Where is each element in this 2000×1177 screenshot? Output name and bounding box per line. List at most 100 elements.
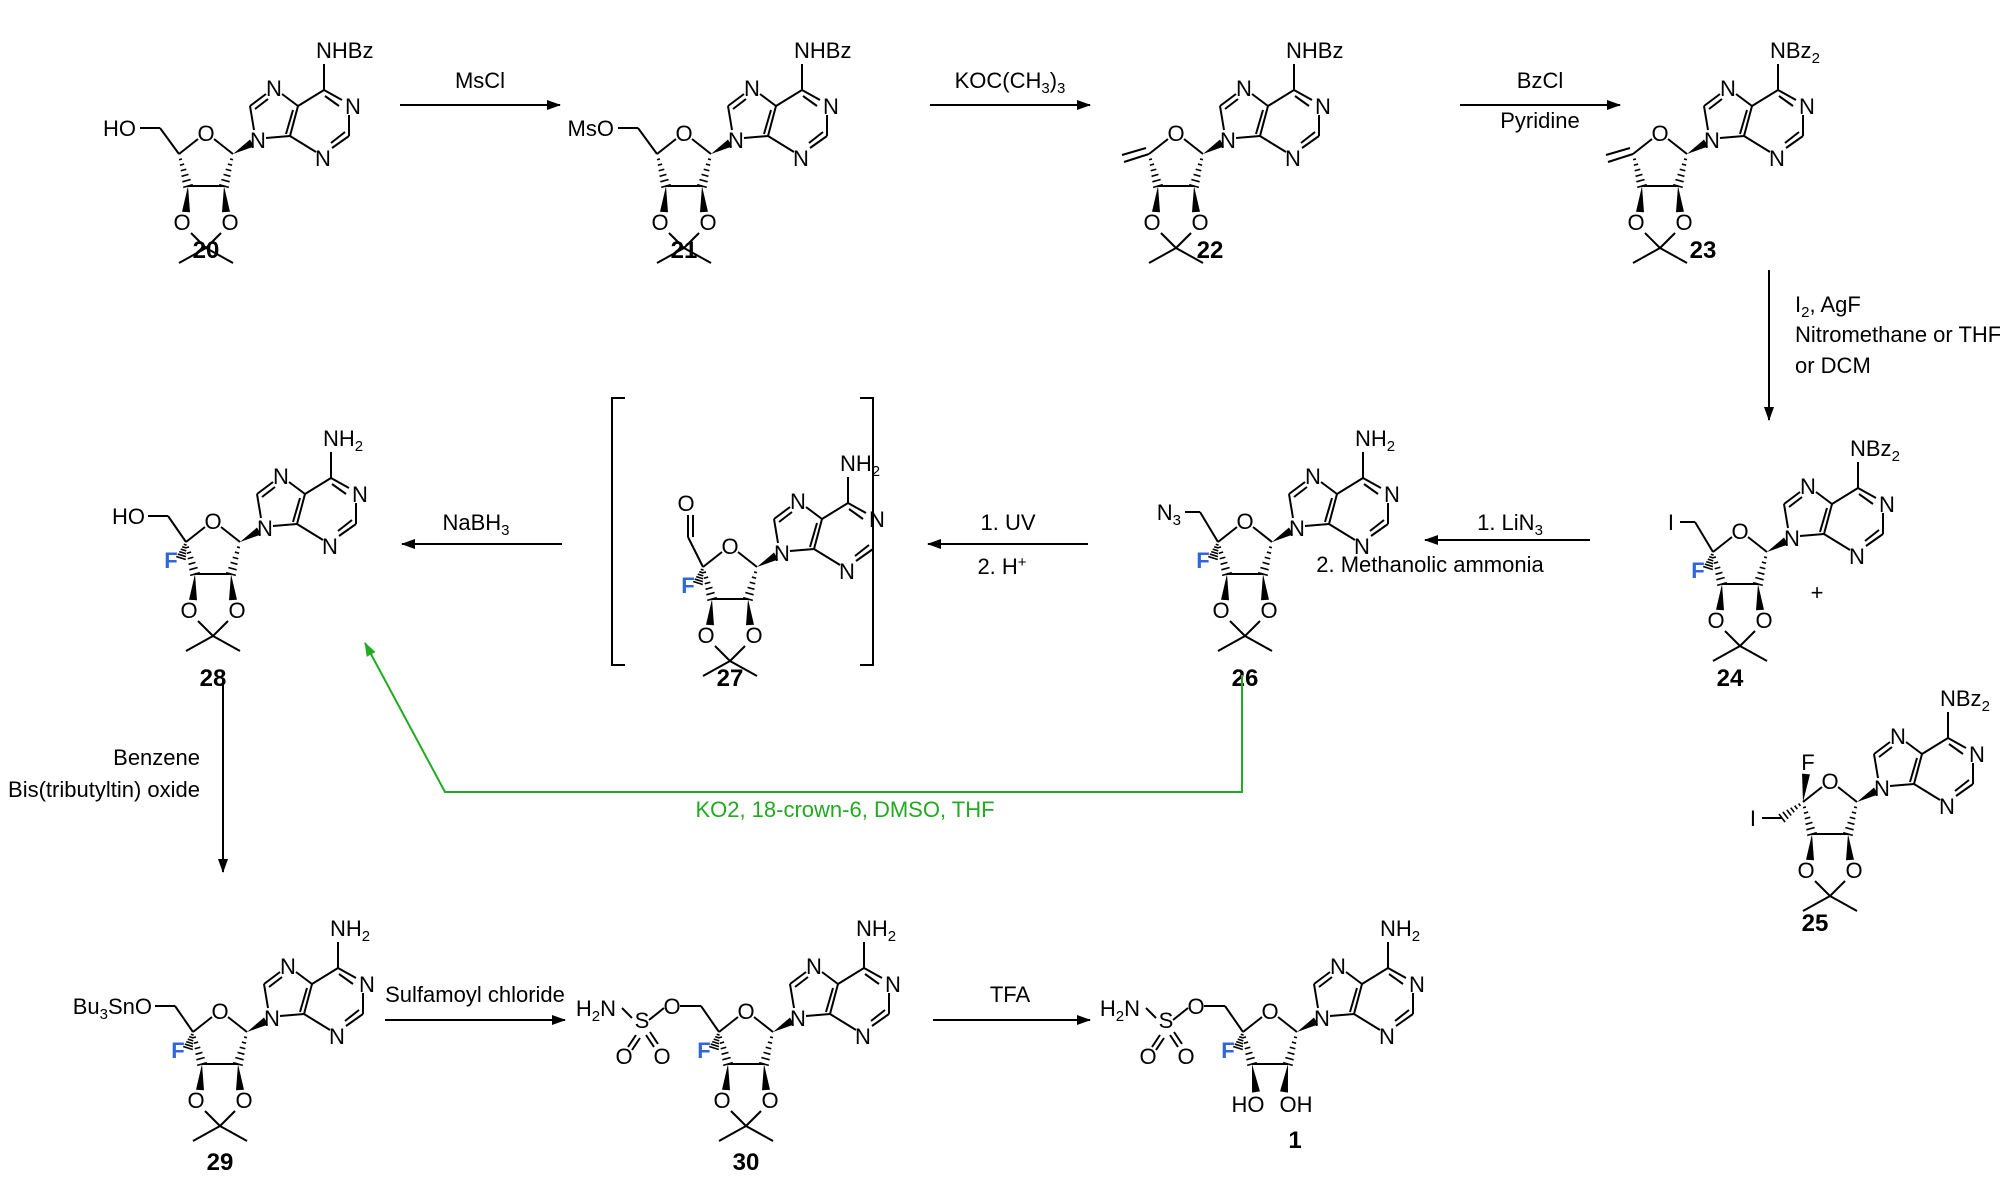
purine-n1: N [1384, 482, 1400, 507]
bond [174, 1005, 194, 1033]
bond [778, 511, 793, 523]
n6-dibenzoyl-part: NBz [1770, 38, 1812, 63]
hash-bond [1761, 561, 1767, 565]
reagent-iodine-agf-part: 2 [1801, 304, 1809, 321]
amine-label: H2N [1100, 996, 1140, 1025]
hash-bond [182, 178, 191, 183]
acetonide-oxygen: O [1797, 858, 1814, 883]
n6-amino: NH2 [856, 916, 896, 945]
bond [1802, 786, 1823, 803]
wedge-bond [1636, 186, 1644, 213]
bond [1632, 247, 1661, 264]
purine-n3: N [1379, 1024, 1395, 1049]
hydroxyl-label: HO [1232, 1092, 1265, 1117]
bond [1328, 523, 1356, 541]
n6-amino-part: 2 [888, 928, 896, 945]
amine-label-part: H [576, 996, 592, 1021]
acetonide-oxygen-part: O [173, 210, 190, 235]
reagent-solvent-dcm-part: or DCM [1795, 353, 1871, 378]
compound-number-29-part: 29 [207, 1149, 234, 1176]
hash-bond [1212, 548, 1219, 552]
bond [338, 973, 354, 985]
hash-bond [747, 586, 755, 591]
purine-n3-part: N [1354, 534, 1370, 559]
acetonide-oxygen: O [1191, 210, 1208, 235]
compound-number-22: 22 [1197, 237, 1224, 264]
bond [854, 544, 870, 557]
amine-label-part: N [1124, 996, 1140, 1021]
bond [645, 1034, 655, 1048]
reagent-sodium-borohydride-part: 3 [501, 522, 509, 539]
reagent-solvent-dcm: or DCM [1795, 353, 1871, 378]
bond [700, 1005, 720, 1033]
bond [1708, 98, 1723, 110]
hash-bond [196, 1056, 205, 1061]
bond [311, 967, 339, 985]
hash-bond [1152, 178, 1161, 183]
hash-bond [188, 1035, 194, 1039]
hash-bond [1675, 178, 1684, 183]
purine-n3-part: N [322, 534, 338, 559]
hash-bond [769, 1036, 774, 1039]
bond [1244, 635, 1273, 652]
reagent-lithium-azide-part: 3 [1535, 522, 1543, 539]
fluorine-label: F [1196, 548, 1209, 573]
hash-bond [1716, 576, 1725, 581]
purine-n9-part: N [1704, 128, 1720, 153]
acetonide-oxygen: O [173, 210, 190, 235]
compound-number-30-part: 30 [733, 1149, 760, 1176]
n6-benzamide-part: NHBz [794, 38, 851, 63]
compound-number-23-part: 23 [1690, 237, 1717, 264]
bond [1739, 109, 1748, 135]
hash-bond [1702, 565, 1714, 571]
bond [1224, 1005, 1244, 1033]
bond [1784, 131, 1800, 144]
hash-bond [1285, 1056, 1294, 1061]
bond [220, 526, 241, 543]
bond [330, 477, 350, 489]
plus-sign: + [1811, 580, 1824, 605]
hash-bond [657, 163, 663, 167]
bond [794, 976, 809, 988]
wedge-bond [757, 552, 779, 567]
purine-n7-part: N [744, 76, 760, 101]
hash-bond [711, 1040, 720, 1045]
hash-bond [697, 573, 704, 577]
hash-bond [187, 556, 194, 560]
bond [1873, 753, 1879, 779]
purine-n1: N [352, 482, 368, 507]
reagent-tfa: TFA [990, 982, 1031, 1007]
purine-n3-part: N [855, 1024, 871, 1049]
bond [714, 645, 731, 662]
reagent-acid-part: + [1018, 554, 1027, 571]
purine-n3: N [322, 534, 338, 559]
bond [775, 89, 803, 107]
hash-bond [1849, 816, 1856, 820]
hash-bond [193, 1041, 199, 1045]
bond [212, 620, 229, 637]
hash-bond [765, 1046, 772, 1050]
bond [1743, 105, 1753, 137]
acetonide-oxygen: O [713, 1088, 730, 1113]
purine-n1-part: N [1315, 94, 1331, 119]
n6-amino-part: 2 [1412, 928, 1420, 945]
bond [1857, 487, 1877, 499]
purine-n3-part: N [329, 1024, 345, 1049]
purine-n9: N [257, 516, 273, 541]
bond [753, 1016, 774, 1033]
bond [249, 105, 255, 131]
bond [1267, 89, 1295, 107]
ring-oxygen: O [721, 534, 738, 559]
hash-bond [177, 553, 187, 558]
bond [1121, 147, 1147, 156]
purine-n7: N [806, 954, 822, 979]
reagent-pyridine-part: Pyridine [1500, 108, 1579, 133]
bond [1735, 93, 1753, 107]
purine-n7: N [1890, 724, 1906, 749]
purine-n9: N [774, 541, 790, 566]
reagent-superoxide-route: KO2, 18-crown-6, DMSO, THF [695, 797, 994, 822]
hash-bond [185, 1040, 194, 1045]
hash-bond [227, 163, 233, 167]
